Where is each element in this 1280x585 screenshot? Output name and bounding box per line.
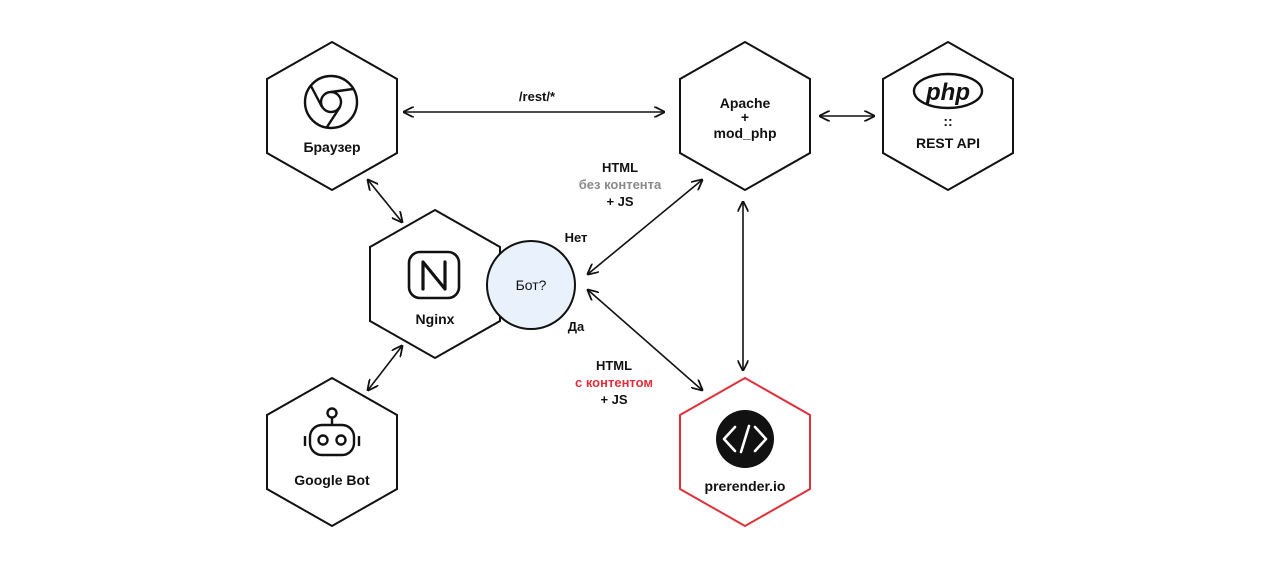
yes-branch-label: Да HTML с контентом + JS — [568, 319, 653, 407]
node-prerender: prerender.io — [679, 376, 811, 528]
no-label: Нет — [565, 230, 588, 245]
node-rest-api: php :: REST API — [882, 40, 1014, 192]
bot-check-label: Бот? — [516, 277, 547, 293]
apache-line2: + — [741, 109, 749, 125]
google-bot-label: Google Bot — [294, 472, 370, 488]
chrome-icon — [303, 74, 359, 130]
nginx-icon — [407, 250, 461, 300]
bot-check-circle — [486, 240, 576, 330]
yes-label: Да — [568, 319, 585, 334]
browser-label: Браузер — [303, 139, 360, 155]
yes-content-line: с контентом — [575, 375, 653, 390]
node-nginx: Nginx — [369, 208, 501, 360]
code-icon — [716, 410, 774, 468]
edge-label-rest: /rest/* — [519, 89, 556, 104]
nginx-hexagon — [369, 208, 501, 360]
arrow-nginx-googlebot — [368, 346, 402, 390]
rest-api-hexagon — [882, 40, 1014, 192]
yes-html-line: HTML — [596, 358, 632, 373]
no-html-line: HTML — [602, 160, 638, 175]
apache-hexagon — [679, 40, 811, 192]
robot-icon — [303, 407, 361, 457]
apache-line1: Apache — [720, 95, 771, 111]
no-content-line: без контента — [579, 177, 662, 192]
php-logo-text: php — [925, 79, 970, 106]
no-js-line: + JS — [606, 194, 633, 209]
node-bot-check: Бот? — [486, 240, 576, 330]
node-apache: Apache + mod_php — [679, 40, 811, 192]
arrow-bot-apache — [588, 180, 702, 274]
node-google-bot: Google Bot — [266, 376, 398, 528]
arrow-bot-prerender — [588, 290, 702, 390]
no-branch-label: Нет HTML без контента + JS — [565, 160, 662, 245]
node-browser: Браузер — [266, 40, 398, 192]
yes-js-line: + JS — [600, 392, 627, 407]
php-logo: php — [912, 72, 984, 110]
browser-hexagon — [266, 40, 398, 192]
prerender-label: prerender.io — [705, 478, 786, 494]
rest-api-label: REST API — [916, 135, 980, 151]
apache-line3: mod_php — [714, 125, 777, 141]
google-bot-hexagon — [266, 376, 398, 528]
arrow-browser-nginx — [368, 180, 402, 222]
rest-api-separator: :: — [943, 113, 952, 129]
nginx-label: Nginx — [416, 311, 455, 327]
